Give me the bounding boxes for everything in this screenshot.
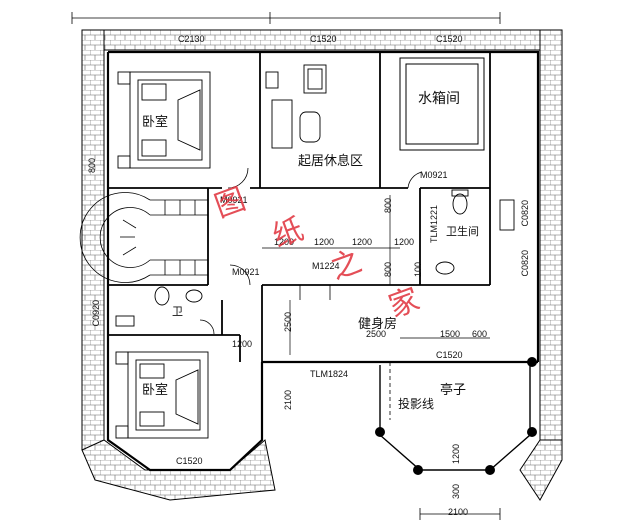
dim-1200-e: 1200 xyxy=(232,339,253,349)
exterior-walls xyxy=(106,50,540,472)
dim-1200-c: 1200 xyxy=(352,237,373,247)
dim-1500: 1500 xyxy=(440,329,461,339)
room-label-water-tank: 水箱间 xyxy=(418,91,460,107)
window-c0820-1: C0820 xyxy=(520,200,530,227)
room-label-bedroom-bottom: 卧室 xyxy=(142,383,169,398)
door-m1224: M1224 xyxy=(312,261,340,271)
water-tank-outline xyxy=(399,57,485,151)
label-projection-line: 投影线 xyxy=(398,397,435,411)
door-tlm1221: TLM1221 xyxy=(429,205,439,244)
spiral-staircase xyxy=(79,192,208,283)
window-c1520-bottom: C1520 xyxy=(176,456,203,466)
dim-300: 300 xyxy=(451,484,461,500)
bath-fixtures xyxy=(115,189,515,327)
dim-800-b: 800 xyxy=(383,262,393,278)
dim-2500-gym: 2500 xyxy=(366,329,387,339)
dim-1200-a: 1200 xyxy=(274,237,295,247)
bed-bottom xyxy=(115,351,209,439)
dim-800-left: 800 xyxy=(87,158,97,174)
door-tlm1824: TLM1824 xyxy=(310,369,349,379)
room-label-wc: 卫 xyxy=(172,305,183,318)
pavilion-columns xyxy=(375,357,537,475)
dim-2100-b: 2100 xyxy=(448,507,469,517)
dim-100: 100 xyxy=(413,262,423,278)
dim-1200-b: 1200 xyxy=(314,237,335,247)
room-label-pavilion: 亭子 xyxy=(440,383,467,398)
dim-2500: 2500 xyxy=(283,312,293,333)
dim-1200-d: 1200 xyxy=(394,237,415,247)
room-label-gym: 健身房 xyxy=(358,317,398,332)
dim-600: 600 xyxy=(472,329,488,339)
living-furniture xyxy=(265,64,327,149)
dim-1200-pavilion: 1200 xyxy=(451,444,461,465)
room-label-bathroom: 卫生间 xyxy=(446,225,479,238)
door-m0921-b: M0921 xyxy=(220,195,248,205)
window-c0820-2: C0820 xyxy=(520,250,530,277)
window-c1520-top2: C1520 xyxy=(436,34,463,44)
bed-top xyxy=(117,71,211,169)
door-m0921-a: M0921 xyxy=(420,170,448,180)
dim-800-a: 800 xyxy=(383,198,393,214)
window-c1520-top1: C1520 xyxy=(310,34,337,44)
window-c0920: C0920 xyxy=(91,300,101,327)
window-c1520-mid: C1520 xyxy=(436,350,463,360)
window-c2130: C2130 xyxy=(178,34,205,44)
room-label-living: 起居休息区 xyxy=(298,154,364,169)
dim-2100-a: 2100 xyxy=(283,390,293,411)
door-m0921-c: M0921 xyxy=(232,267,260,277)
door-swings xyxy=(199,167,423,335)
room-label-bedroom-top: 卧室 xyxy=(142,115,169,130)
